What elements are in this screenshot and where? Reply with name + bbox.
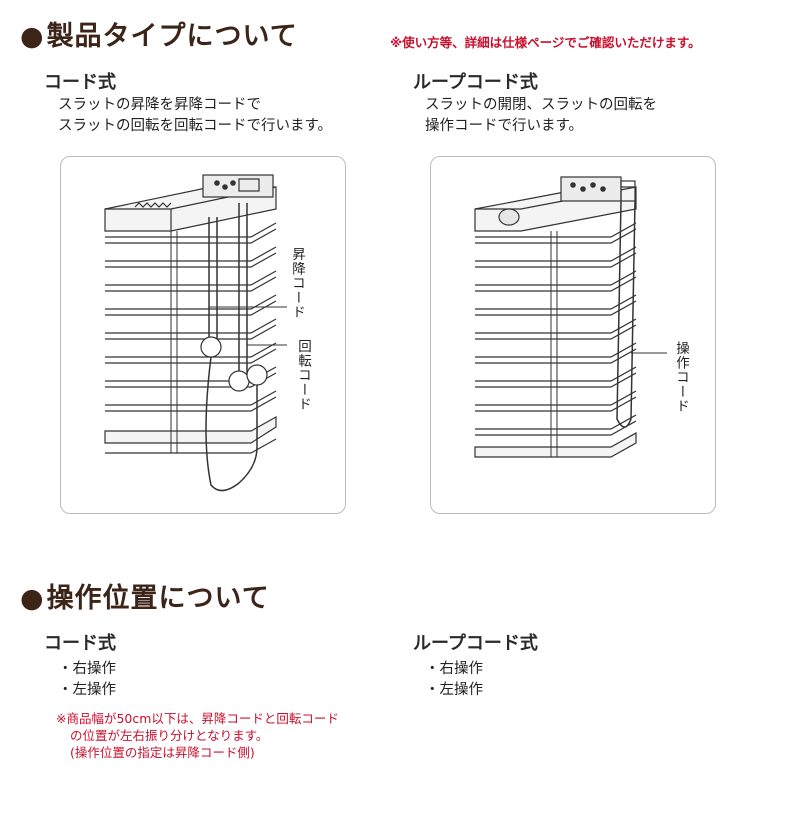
section-title-product-type: ●製品タイプについて	[20, 14, 298, 53]
loop-type-description: スラットの開閉、スラットの回転を 操作コードで行います。	[425, 95, 657, 137]
cord-type-title: コード式	[44, 72, 116, 93]
bullet-icon: ●	[20, 21, 45, 52]
list-item: ・右操作	[425, 661, 483, 677]
width-note: ※商品幅が50cm以下は、昇降コードと回転コード の位置が左右振り分けとなります…	[56, 710, 339, 761]
loop-type-illustration-panel: 操作コード	[430, 156, 716, 514]
loop-type-title: ループコード式	[413, 72, 538, 93]
position-loop-type-list: ・右操作 ・左操作	[425, 659, 483, 701]
loop-type-desc-line2: 操作コードで行います。	[425, 118, 584, 134]
cord-type-description: スラットの昇降を昇降コードで スラットの回転を回転コードで行います。	[58, 95, 332, 137]
section-title-operation-position: ●操作位置について	[20, 576, 270, 615]
cord-type-desc-line2: スラットの回転を回転コードで行います。	[58, 118, 333, 134]
position-loop-type-title: ループコード式	[413, 633, 538, 654]
width-note-line3: (操作位置の指定は昇降コード側)	[70, 745, 255, 760]
cord-type-illustration-panel: 昇降コード 回転コード	[60, 156, 346, 514]
width-note-line2: の位置が左右振り分けとなります。	[70, 728, 269, 743]
list-item: ・右操作	[58, 661, 116, 677]
loop-type-desc-line1: スラットの開閉、スラットの回転を	[425, 97, 657, 113]
section-title-text: 操作位置について	[46, 583, 270, 614]
list-item: ・左操作	[425, 682, 483, 698]
width-note-line1: ※商品幅が50cm以下は、昇降コードと回転コード	[56, 711, 339, 726]
bullet-icon: ●	[20, 583, 45, 614]
cord-type-blind-illustration	[104, 174, 287, 492]
lift-cord-label: 昇降コード	[289, 247, 305, 320]
loop-type-blind-illustration	[474, 176, 667, 458]
cord-type-desc-line1: スラットの昇降を昇降コードで	[58, 97, 261, 113]
list-item: ・左操作	[58, 682, 116, 698]
usage-notice: ※使い方等、詳細は仕様ページでご確認いただけます。	[390, 35, 701, 50]
position-cord-type-list: ・右操作 ・左操作	[58, 659, 116, 701]
position-cord-type-title: コード式	[44, 633, 116, 654]
operate-cord-label: 操作コード	[673, 341, 689, 414]
section-title-text: 製品タイプについて	[46, 21, 298, 52]
rotate-cord-label: 回転コード	[295, 339, 311, 412]
